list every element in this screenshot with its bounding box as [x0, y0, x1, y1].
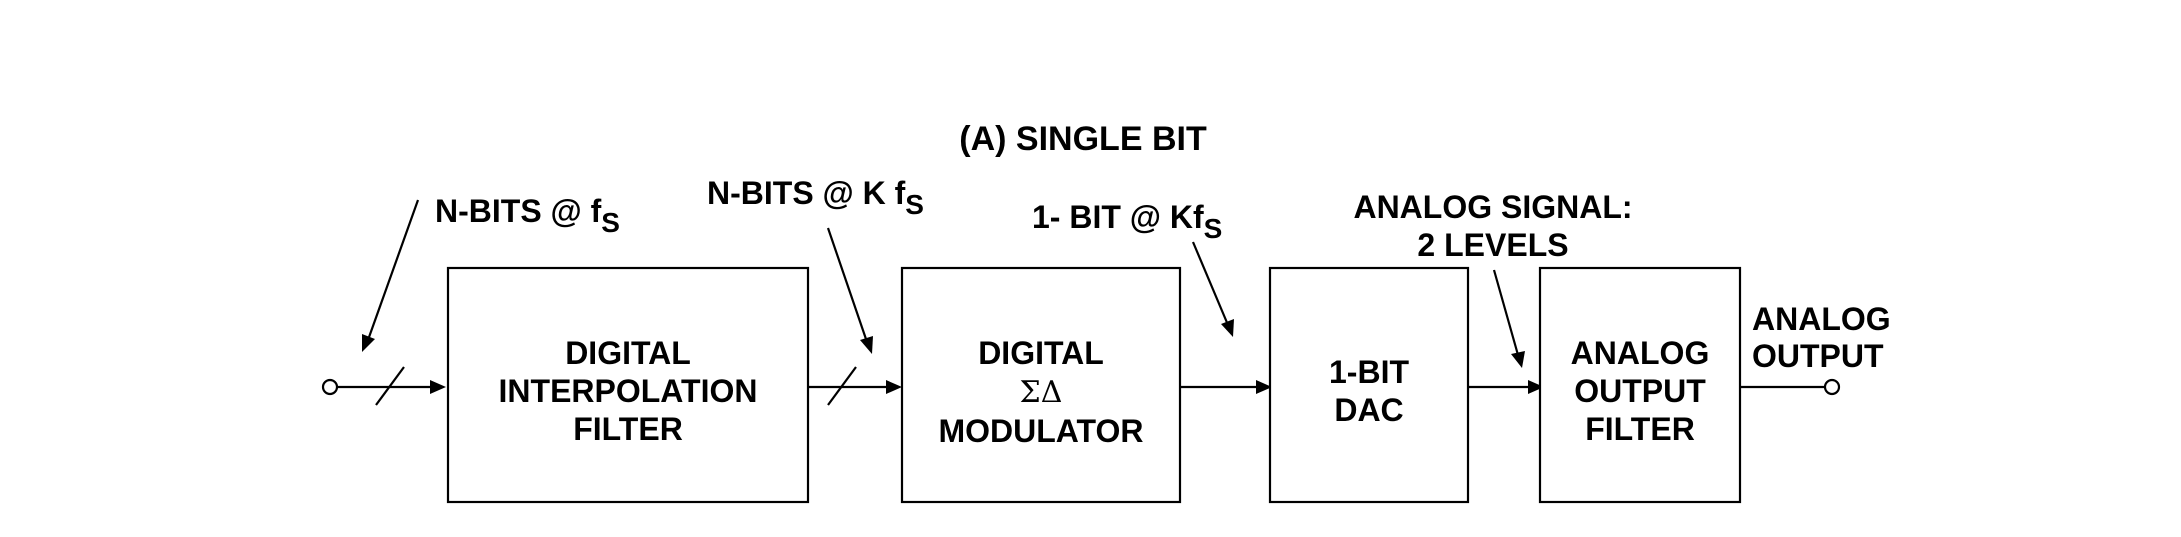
- dac-label-pointer-head: [1511, 351, 1525, 368]
- modulator-label-1: DIGITAL: [978, 335, 1104, 371]
- output-filter-label-1: ANALOG: [1571, 335, 1710, 371]
- interpolation-filter-block: [446, 266, 810, 504]
- analog-output-filter-block: [1538, 266, 1742, 504]
- interp-label-pointer: [826, 227, 869, 343]
- modulator-to-dac-arrowhead: [1256, 380, 1272, 394]
- input-bus-slash: [375, 366, 405, 406]
- modulator-sigma-delta-symbol: ΣΔ: [1020, 375, 1063, 410]
- analog-output-label-1: ANALOG: [1752, 301, 1891, 337]
- input-terminal: [321, 378, 339, 396]
- dac-label-1: 1-BIT: [1329, 354, 1409, 390]
- interp-label-1: DIGITAL: [565, 335, 691, 371]
- interp-label-3: FILTER: [573, 411, 683, 447]
- modulator-label-3: MODULATOR: [938, 413, 1143, 449]
- interp-label-2: INTERPOLATION: [499, 373, 758, 409]
- output-filter-label-2: OUTPUT: [1574, 373, 1706, 409]
- analog-output-label-2: OUTPUT: [1752, 338, 1884, 374]
- interp-output-bits-label: N-BITS @ K fS: [707, 175, 924, 220]
- dac-label-2: DAC: [1334, 392, 1403, 428]
- input-label-pointer-head: [362, 334, 375, 352]
- dac-to-filter-arrowhead: [1528, 380, 1544, 394]
- diagram-title: (A) SINGLE BIT: [959, 120, 1207, 158]
- dac-output-label-1: ANALOG SIGNAL:: [1353, 189, 1632, 225]
- input-bits-label: N-BITS @ fS: [435, 193, 620, 238]
- sigma-delta-modulator-block: [900, 266, 1182, 504]
- one-bit-dac-block: [1268, 266, 1470, 504]
- output-terminal: [1823, 378, 1841, 396]
- output-filter-label-3: FILTER: [1585, 411, 1695, 447]
- modulator-label-pointer-head: [1221, 319, 1234, 337]
- input-arrowhead: [430, 380, 446, 394]
- modulator-output-bit-label: 1- BIT @ KfS: [1032, 199, 1222, 244]
- interp-to-modulator-arrowhead: [886, 380, 902, 394]
- interp-bus-slash: [827, 366, 857, 406]
- modulator-label-pointer: [1191, 241, 1230, 326]
- input-label-pointer: [366, 199, 420, 341]
- interp-label-pointer-head: [860, 336, 873, 354]
- dac-output-label-2: 2 LEVELS: [1417, 227, 1568, 263]
- dac-label-pointer: [1492, 269, 1520, 356]
